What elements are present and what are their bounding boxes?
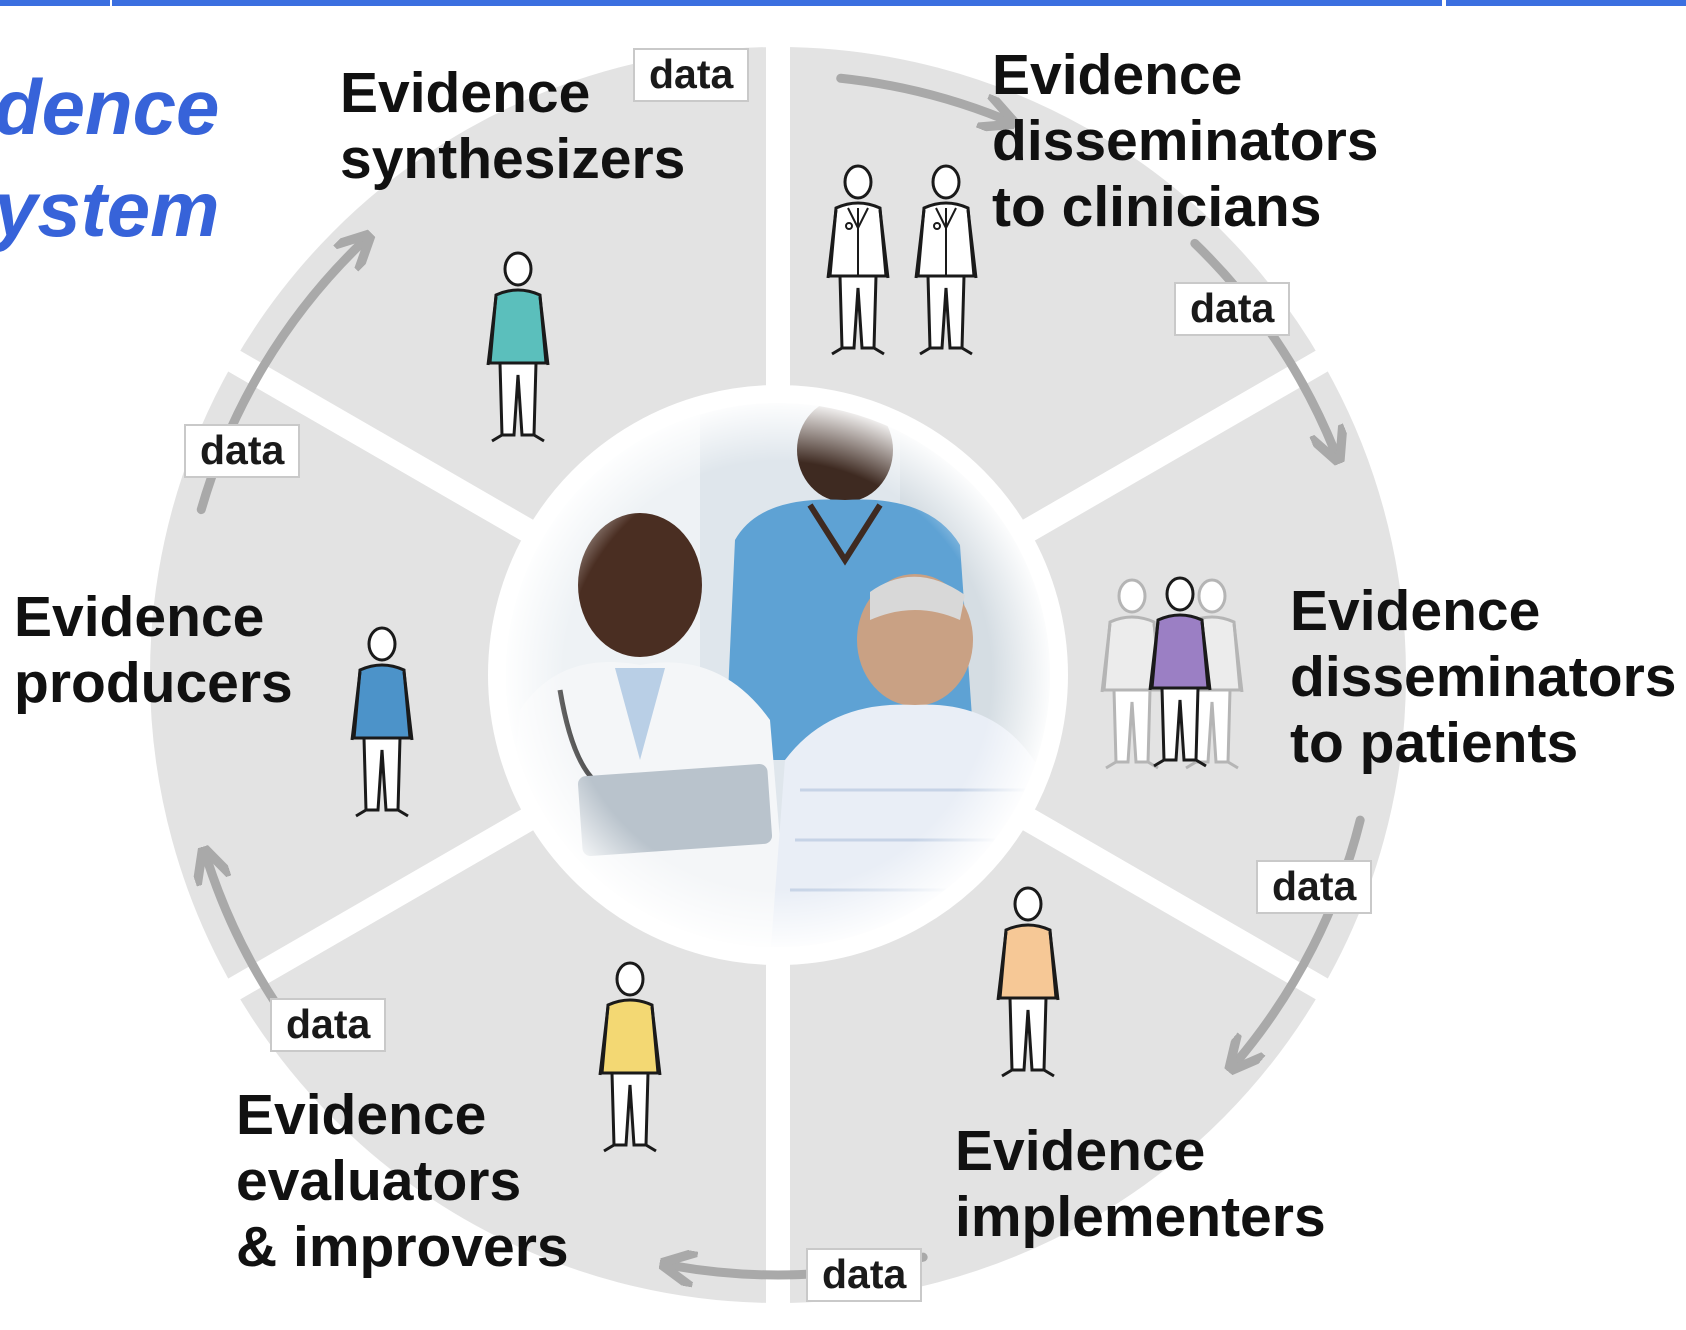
data-tag-evaluators-to-producers: data [270, 998, 387, 1052]
role-label-line: to clinicians [992, 175, 1322, 239]
cycle-arrows [201, 73, 1365, 1275]
data-tag-producers-to-synth: data [184, 424, 301, 478]
center-photo [502, 399, 1054, 951]
person-icon-synthesizers-1 [486, 251, 550, 443]
person-icon-disseminators-clinicians-2 [914, 164, 978, 356]
data-tag-implementers-to-evaluators: data [806, 1248, 923, 1302]
person-icon-evaluators-1 [598, 961, 662, 1153]
role-label-line: disseminators [1290, 645, 1677, 709]
role-label-line: Evidence [992, 43, 1243, 107]
role-label-line: to patients [1290, 711, 1579, 775]
wheel-segment-implementers [207, 797, 790, 1328]
cycle-arrow-1 [836, 73, 1003, 118]
role-label-line: Evidence [1290, 579, 1541, 643]
role-label-line: Evidence [14, 585, 265, 649]
role-label-line: Evidence [340, 61, 591, 125]
role-label-line: implementers [955, 1185, 1326, 1249]
top-accent-bar-right [1446, 0, 1686, 6]
wheel-segments [126, 22, 1431, 1328]
wheel-segment-synthesizers [766, 22, 1349, 553]
role-label-line: synthesizers [340, 127, 686, 191]
people-figures [350, 164, 1244, 1153]
top-accent-bar-main [112, 0, 1442, 6]
role-label-line: evaluators [236, 1149, 522, 1213]
wheel-segment-evaluators [126, 338, 554, 1012]
title-line-1: dence [0, 63, 220, 151]
role-label-line: & improvers [236, 1215, 569, 1279]
data-tag-patients-to-implementers: data [1256, 860, 1373, 914]
role-label-line: Evidence [955, 1119, 1206, 1183]
title-line-2: ystem [0, 165, 220, 253]
person-icon-implementers-1 [996, 886, 1060, 1078]
role-label-line: disseminators [992, 109, 1379, 173]
role-label-line: Evidence [236, 1083, 487, 1147]
cycle-arrow-3 [1238, 815, 1365, 1061]
wheel-segment-disseminators-patients [766, 797, 1349, 1328]
person-icon-disseminators-patients-3 [1148, 576, 1212, 768]
top-accent-bar-left [0, 0, 110, 6]
data-tag-synth-to-clinicians: data [633, 48, 750, 102]
person-icon-disseminators-clinicians-1 [826, 164, 890, 356]
person-icon-producers-1 [350, 626, 414, 818]
wheel-segment-producers [207, 22, 790, 553]
role-label-line: producers [14, 651, 293, 715]
cycle-arrow-2 [1190, 238, 1335, 450]
data-tag-clinicians-to-patients: data [1174, 282, 1291, 336]
